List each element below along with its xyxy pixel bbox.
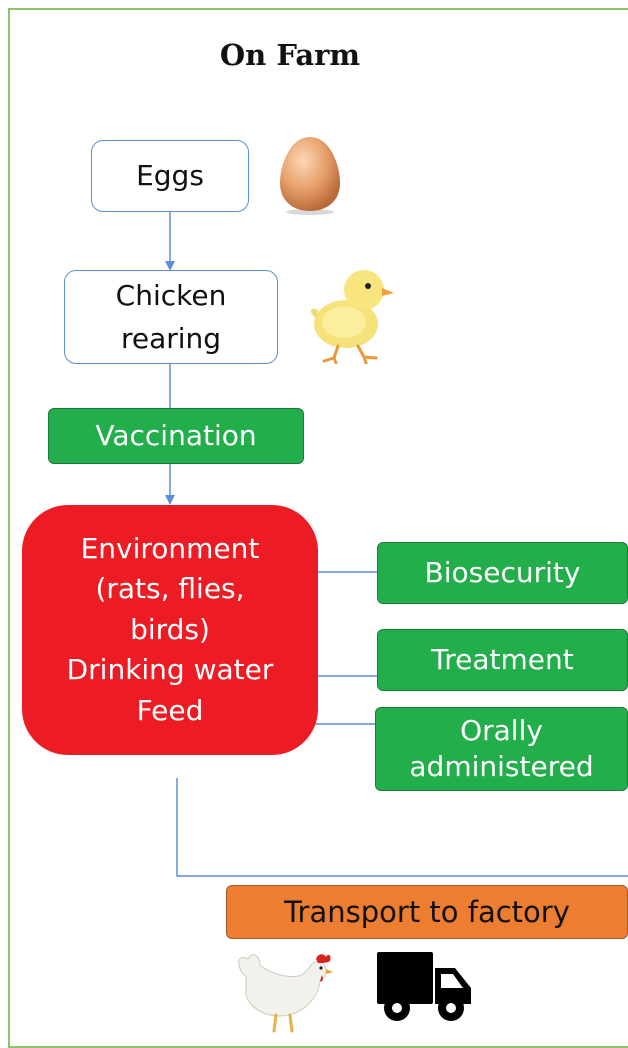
- node-transport: Transport to factory: [226, 885, 628, 939]
- node-vaccination: Vaccination: [48, 408, 304, 464]
- node-environment: Environment (rats, flies, birds) Drinkin…: [22, 505, 318, 755]
- node-environment-line-2: (rats, flies,: [95, 572, 245, 606]
- node-biosecurity-label: Biosecurity: [424, 556, 581, 590]
- node-biosecurity: Biosecurity: [377, 542, 628, 604]
- node-environment-line-5: Feed: [136, 693, 204, 727]
- node-eggs-label: Eggs: [136, 159, 204, 193]
- node-treatment: Treatment: [377, 629, 628, 691]
- node-orally-administered: Orally administered: [375, 707, 628, 791]
- connector-farm-to-transport: [176, 778, 628, 877]
- egg-icon: [280, 137, 340, 215]
- node-chicken-rearing-line-1: Chicken: [115, 278, 227, 312]
- node-environment-line-1: Environment: [80, 531, 260, 565]
- node-transport-label: Transport to factory: [284, 894, 570, 929]
- diagram-title: On Farm: [219, 38, 361, 72]
- node-environment-line-4: Drinking water: [66, 653, 274, 687]
- node-environment-line-3: birds): [130, 612, 210, 646]
- chick-icon: [310, 270, 394, 364]
- node-chicken-rearing-line-2: rearing: [120, 322, 222, 355]
- node-treatment-label: Treatment: [431, 643, 574, 677]
- node-eggs: Eggs: [91, 140, 249, 212]
- node-vaccination-label: Vaccination: [95, 419, 257, 453]
- node-orally-administered-line-2: administered: [409, 750, 594, 783]
- hen-icon: [238, 954, 333, 1033]
- node-orally-administered-line-1: Orally: [460, 713, 543, 747]
- node-chicken-rearing: Chicken rearing: [64, 270, 278, 364]
- truck-icon: [377, 952, 471, 1021]
